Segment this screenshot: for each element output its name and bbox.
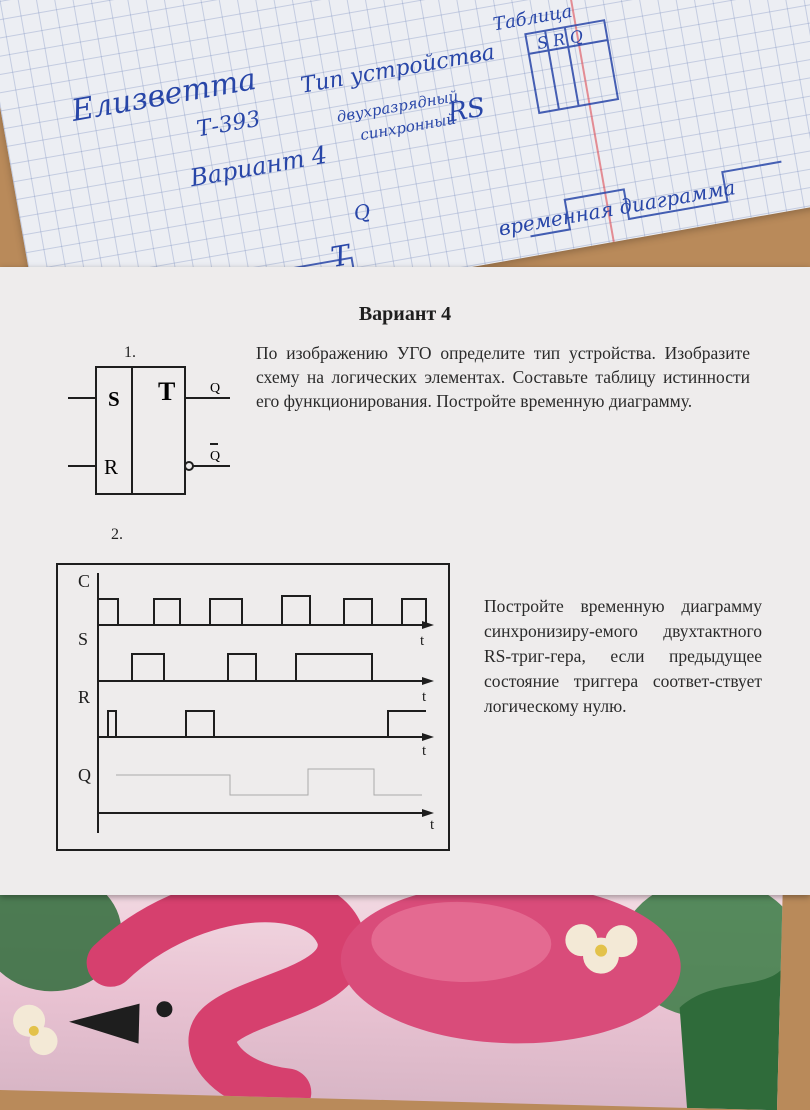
signal-s-label: S (78, 629, 88, 649)
handwritten-sketches (218, 19, 782, 343)
arrow-c (422, 621, 434, 629)
flamingo-poster (0, 869, 783, 1110)
axis-t-s: t (422, 689, 427, 705)
worksheet: Вариант 4 1. S R T Q Q По изображению УГ… (0, 267, 810, 895)
pulse-c-3 (209, 598, 243, 625)
block-t-label: T (158, 377, 175, 406)
pulse-r-1 (107, 710, 117, 737)
trigger-symbol: S R T Q Q (68, 366, 230, 495)
task1-text: По изображению УГО определите тип устрой… (256, 343, 750, 411)
task1-number: 1. (124, 344, 136, 361)
variant-title: Вариант 4 (358, 303, 452, 325)
arrow-q (422, 809, 434, 817)
output-q-label: Q (210, 381, 220, 396)
sketch-waveform (530, 160, 782, 238)
pulse-c-5 (343, 598, 373, 625)
pulse-s-2 (227, 653, 257, 681)
pulse-c-6 (401, 598, 427, 625)
pencil-q-sketch (116, 768, 422, 796)
arrow-s (422, 677, 434, 685)
diagram-frame (56, 563, 450, 851)
output-q-bar-label: Q (210, 449, 220, 464)
trigger-body (95, 366, 186, 495)
pulse-r-3 (387, 710, 426, 737)
timing-diagram: C S R Q t t t t (56, 563, 450, 851)
flamingo-illustration (0, 871, 783, 1110)
inversion-circle (184, 461, 194, 471)
pulse-c-1 (97, 598, 119, 625)
input-s-label: S (108, 387, 120, 411)
signal-q-label: Q (78, 765, 91, 785)
input-r-label: R (104, 455, 118, 479)
pulse-s-1 (131, 653, 165, 681)
axis-t-r: t (422, 743, 427, 759)
axis-t-q: t (430, 817, 435, 833)
pulse-c-2 (153, 598, 181, 625)
arrow-r (422, 733, 434, 741)
pulse-r-2 (185, 710, 215, 737)
pulse-s-3 (295, 653, 373, 681)
signal-c-label: C (78, 571, 90, 591)
pulse-c-4 (281, 595, 311, 625)
axis-t-c: t (420, 633, 425, 649)
task2-number: 2. (111, 526, 123, 543)
task2-text: Постройте временную диаграмму синхронизи… (484, 596, 762, 716)
signal-r-label: R (78, 687, 90, 707)
notebook-sheet: Елизветта Т-393 Вариант 4 Тип устройства… (0, 0, 810, 375)
